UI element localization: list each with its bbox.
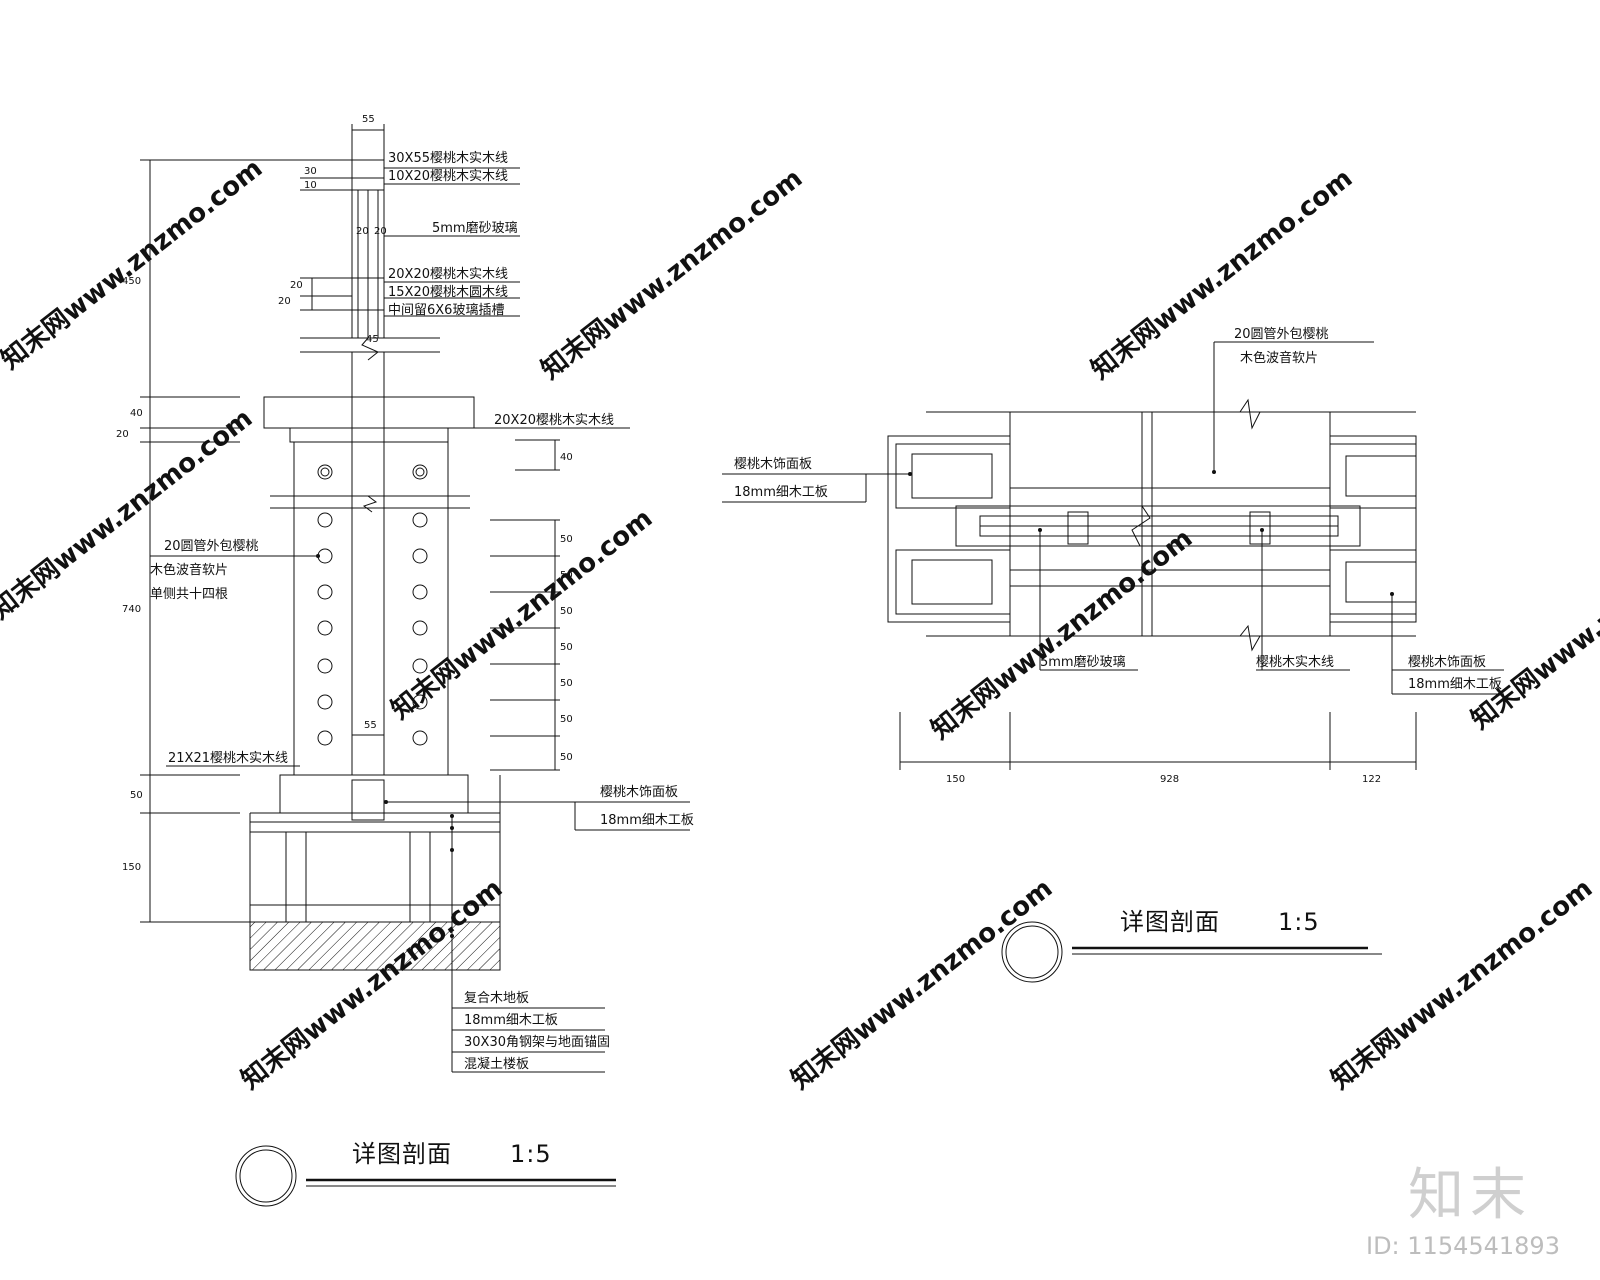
left-label-6: 中间留6X6玻璃插槽 [388,303,504,318]
right-line-label: 樱桃木实木线 [1256,654,1334,670]
left-label-3: 5mm磨砂玻璃 [432,221,518,236]
right-right-label-1: 樱桃木饰面板 [1408,654,1486,670]
left-section: 55 30 10 450 40 20 740 50 150 20 20 20 2… [116,114,694,1207]
left-bottom-label: 21X21樱桃木实木线 [168,750,288,766]
left-vdim-50: 50 [130,790,143,801]
left-small-dim-3: 20 [356,226,369,237]
right-left-label-1: 樱桃木饰面板 [734,456,812,472]
watermark-10: 知末网www.znzmo.com [1326,873,1598,1095]
left-rdim-3: 50 [560,606,573,617]
left-vdim-30: 30 [304,166,317,177]
left-tube-label-1: 20圆管外包樱桃 [164,538,259,554]
right-dim-122: 122 [1362,774,1381,785]
watermark-1: 知末网www.znzmo.com [0,153,268,375]
left-vdim-40: 40 [130,408,143,419]
left-small-dim-2: 20 [278,296,291,307]
left-top-dim: 55 [362,114,375,125]
right-glass-label: 5mm磨砂玻璃 [1040,655,1126,670]
right-scale: 1:5 [1278,908,1320,936]
left-floor-label-4: 混凝土楼板 [464,1056,529,1072]
left-scale: 1:5 [510,1140,552,1168]
right-title-circle [1001,921,1063,983]
left-vdim-10: 10 [304,180,317,191]
left-rdim-4: 50 [560,642,573,653]
right-title: 详图剖面 [1120,908,1220,936]
right-left-label-2: 18mm细木工板 [734,485,828,500]
left-rdim-6: 50 [560,714,573,725]
left-rdim-1: 50 [560,534,573,545]
left-small-dim-1: 20 [290,280,303,291]
left-tube-label-2: 木色波音软片 [150,562,228,578]
right-dim-928: 928 [1160,774,1179,785]
left-holes [317,464,428,746]
left-label-5: 15X20樱桃木圆木线 [388,284,508,300]
watermark-7: 知末网www.znzmo.com [1466,513,1600,735]
left-small-dim-4: 20 [374,226,387,237]
left-rdim-5: 50 [560,678,573,689]
right-tube-label-1: 20圆管外包樱桃 [1234,326,1329,342]
left-inner-dim-55: 55 [364,720,377,731]
left-panel-label-2: 18mm细木工板 [600,813,694,828]
left-vdim-450: 450 [122,276,141,287]
image-id: ID: 1154541893 [1366,1232,1560,1260]
left-vdim-740: 740 [122,604,141,615]
watermark-6: 知末网www.znzmo.com [926,523,1198,745]
left-rdim-2: 50 [560,570,573,581]
left-title-circle [235,1145,297,1207]
right-section: 20圆管外包樱桃 木色波音软片 樱桃木饰面板 18mm细木工板 5mm磨砂玻璃 … [722,326,1504,983]
left-floor-label-1: 复合木地板 [464,991,529,1006]
left-rdim-7: 50 [560,752,573,763]
right-right-label-2: 18mm细木工板 [1408,677,1502,692]
left-floor-label-2: 18mm细木工板 [464,1013,558,1028]
left-rdim-40: 40 [560,452,573,463]
left-label-4: 20X20樱桃木实木线 [388,266,508,282]
right-tube-label-2: 木色波音软片 [1240,350,1318,366]
left-label-7: 20X20樱桃木实木线 [494,412,614,428]
right-dim-150: 150 [946,774,965,785]
watermark-2: 知末网www.znzmo.com [536,163,808,385]
left-vdim-150: 150 [122,862,141,873]
brand-logo: 知末 [1408,1163,1532,1228]
left-tube-label-3: 单侧共十四根 [150,587,228,602]
left-vdim-20: 20 [116,429,129,440]
left-concrete-slab [249,921,501,971]
left-panel-label-1: 樱桃木饰面板 [600,784,678,800]
watermark-9: 知末网www.znzmo.com [786,873,1058,1095]
left-title: 详图剖面 [352,1140,452,1168]
left-label-2: 10X20樱桃木实木线 [388,168,508,184]
watermark-5: 知末网www.znzmo.com [386,503,658,725]
left-label-1: 30X55樱桃木实木线 [388,150,508,166]
left-floor-label-3: 30X30角钢架与地面锚固 [464,1035,610,1050]
left-inner-dim-45: 45 [366,334,379,345]
